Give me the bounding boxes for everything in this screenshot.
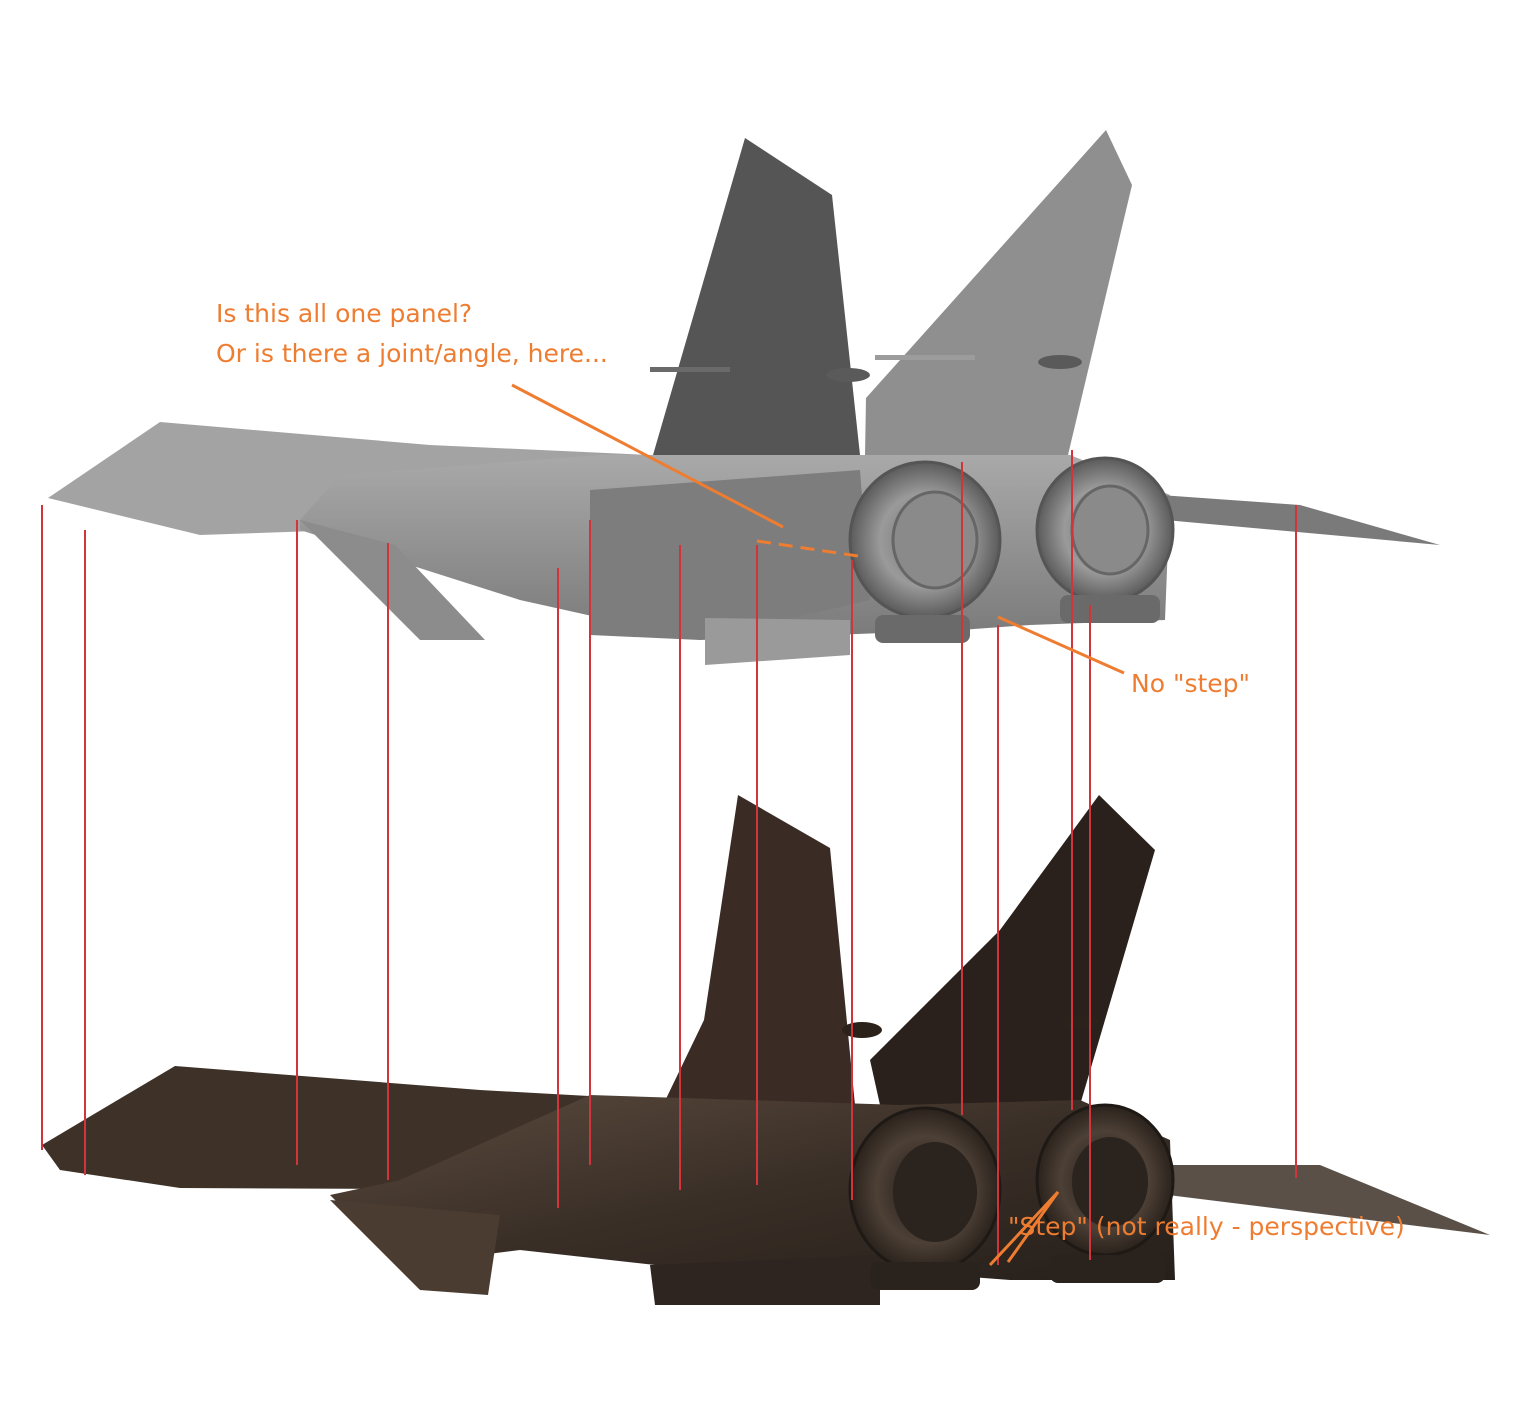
render-keel [705,618,850,665]
photo-wheel-strip-right [1050,1255,1165,1283]
photo-fin-pod-right [1062,1015,1098,1029]
render-fin-pod-right [1038,355,1082,369]
render-right-stab [1160,495,1440,545]
render-nozzle-right-inner [1070,484,1150,576]
render-left-fin [653,138,860,455]
step-label: "Step" (not really - perspective) [1008,1212,1405,1241]
photo-fin-pod-left [842,1022,882,1038]
render-wheel-strip-right [1060,595,1160,623]
render-fin-rail-left [650,367,730,372]
panel-joint-dashed-line [756,539,859,558]
render-fin-rail-right [875,355,975,360]
render-ventral-left [300,520,485,640]
render-aircraft [48,130,1440,665]
photo-wheel-strip-left [870,1262,980,1290]
guide-lines [41,450,1297,1265]
step-pointer-b [1006,1191,1060,1263]
panel-question-line1: Is this all one panel? [216,299,473,328]
annotation-pointers [511,383,1125,1267]
render-right-fin [865,130,1132,455]
photo-left-fin [663,795,855,1105]
photo-nozzle-left-inner [893,1142,977,1242]
panel-question-pointer [511,383,784,529]
photo-aircraft [42,795,1490,1305]
no-step-pointer [997,615,1125,675]
render-wheel-strip-left [875,615,970,643]
photo-right-stab [1165,1165,1490,1235]
step-pointer-a [988,1190,1060,1267]
photo-right-fin [870,795,1155,1105]
render-intake-box [590,470,870,640]
render-fin-pod-left [826,368,870,382]
panel-question-line2: Or is there a joint/angle, here... [216,339,608,368]
no-step-label: No "step" [1131,669,1251,698]
photo-ventral-left [330,1200,500,1295]
render-nozzle-left-inner [891,490,979,590]
photo-keel [650,1255,880,1305]
